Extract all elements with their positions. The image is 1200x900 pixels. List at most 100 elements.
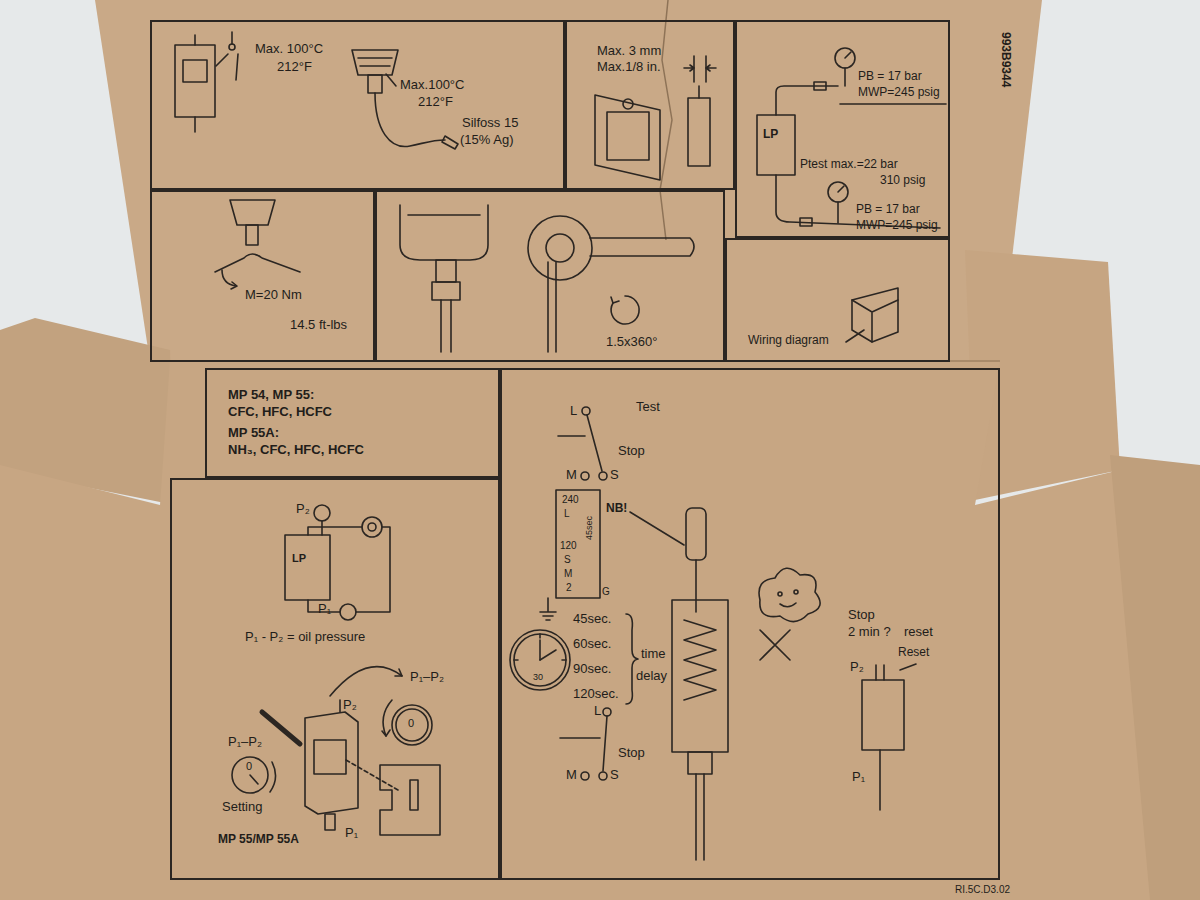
line-art-stroke [660, 0, 672, 240]
line-art-stroke [514, 634, 566, 686]
line-art-stroke [560, 737, 600, 739]
panel-text: time [641, 647, 666, 662]
line-art-stroke [838, 186, 844, 192]
instruction-panel: TestLStopMS240L120SM245secNB!G45sec.60se… [500, 368, 1000, 880]
line-art-stroke [340, 604, 356, 620]
line-art-stroke [555, 262, 557, 352]
line-art-stroke [840, 103, 946, 105]
line-art-stroke [321, 521, 323, 535]
line-art-stroke [231, 282, 237, 289]
panel-text: P₂ [343, 698, 357, 713]
panel-text: 1.5x360° [606, 335, 657, 350]
panel-text: Max.1/8 in. [597, 60, 661, 75]
line-art-stroke [686, 508, 706, 560]
line-art-stroke [698, 86, 700, 98]
panel-text: P₁–P₂ [410, 670, 444, 685]
line-art-stroke [590, 238, 694, 256]
panel-text: Max. 3 mm [597, 44, 661, 59]
panel-text: L [570, 404, 577, 419]
panel-text: 30 [533, 672, 543, 682]
panel-text: 212°F [277, 60, 312, 75]
line-art-stroke [229, 44, 235, 50]
line-art-stroke [95, 0, 1042, 362]
line-art-stroke [410, 780, 418, 810]
print-code: 993B9344 [998, 32, 1012, 87]
line-art-stroke [232, 757, 268, 793]
panel-text: L [594, 704, 601, 719]
line-art-stroke [314, 505, 330, 521]
line-art-stroke [684, 620, 716, 700]
line-art-stroke [759, 568, 820, 621]
panel-text: P₁ [852, 770, 865, 785]
line-art-stroke [346, 760, 398, 790]
line-art-stroke [215, 254, 300, 272]
line-art-stroke [194, 35, 196, 45]
instruction-panel: PB = 17 barMWP=245 psigLPPtest max.=22 b… [735, 20, 950, 238]
panel-text: PB = 17 bar [856, 203, 920, 217]
line-art-stroke [623, 99, 633, 109]
line-art-stroke [794, 590, 798, 594]
line-art-stroke [339, 700, 341, 712]
line-art-stroke [599, 772, 607, 780]
line-art-stroke [547, 262, 549, 352]
line-art-stroke [392, 705, 432, 745]
panel-text: 120sec. [573, 687, 619, 702]
line-art-stroke [703, 774, 705, 860]
line-art-stroke [607, 112, 649, 160]
line-art-stroke [308, 527, 362, 535]
line-art-stroke [695, 774, 697, 860]
line-art-stroke [879, 750, 881, 810]
line-art-stroke [581, 472, 589, 480]
line-art-stroke [396, 709, 428, 741]
panel-text: P₁ - P₂ = oil pressure [245, 630, 365, 645]
instruction-panel: Max. 100°C212°FMax.100°C212°FSilfoss 15(… [150, 20, 565, 190]
line-art-stroke [285, 535, 330, 600]
panel-text: LP [292, 552, 306, 565]
panel-text: Test [636, 400, 660, 415]
panel-text: 212°F [418, 95, 453, 110]
line-art-stroke [1110, 455, 1200, 900]
line-art-stroke [194, 117, 196, 132]
line-art-stroke [599, 472, 607, 480]
panel-text: reset [904, 625, 933, 640]
panel-text: PB = 17 bar [858, 70, 922, 84]
line-art-stroke [558, 435, 585, 437]
panel-text: 60sec. [573, 637, 611, 652]
line-art-stroke [528, 216, 592, 280]
panel-text: 310 psig [880, 174, 925, 188]
line-art-stroke [440, 300, 442, 352]
line-art-stroke [450, 300, 452, 352]
line-art-stroke [845, 52, 851, 58]
panel-text: M [566, 468, 577, 483]
line-art-stroke [236, 54, 238, 80]
line-art-stroke [382, 730, 390, 736]
panel-text: Setting [222, 800, 262, 815]
panel-text: MP 54, MP 55: [228, 388, 314, 403]
panel-text: LP [763, 128, 778, 142]
line-art-stroke [828, 182, 848, 202]
instruction-panel: M=20 Nm14.5 ft-lbs [150, 190, 375, 362]
line-art-stroke [684, 65, 716, 71]
panel-text: M [564, 568, 572, 580]
panel-text: NB! [606, 502, 627, 516]
line-art-stroke [183, 60, 207, 82]
line-art-stroke [436, 260, 456, 282]
line-art-stroke [539, 640, 541, 660]
line-art-stroke [595, 95, 660, 180]
line-art-stroke [611, 297, 619, 303]
line-art-stroke [368, 523, 376, 531]
line-art-stroke [383, 700, 392, 736]
panel-text: 90sec. [573, 662, 611, 677]
line-art-stroke [582, 407, 590, 415]
line-art-stroke [603, 708, 611, 716]
line-art-stroke [230, 200, 275, 225]
line-art-stroke [581, 772, 589, 780]
line-art-stroke [386, 74, 396, 86]
line-art-stroke [432, 282, 460, 300]
panel-text: (15% Ag) [460, 133, 513, 148]
panel-text: Reset [898, 646, 929, 660]
line-art-stroke [672, 600, 728, 752]
instruction-panel: P₂LPP₁P₁ - P₂ = oil pressureP₁–P₂P₂P₁–P₂… [170, 478, 500, 880]
panel-text: 0 [408, 717, 414, 730]
